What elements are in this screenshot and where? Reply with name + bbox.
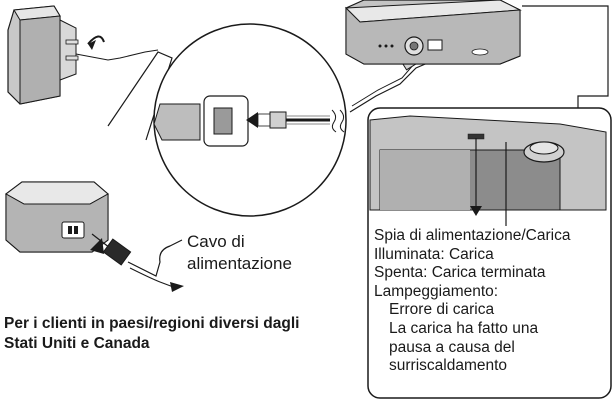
legend-detail-pause-2: pausa a causa del — [389, 338, 515, 356]
leader-line — [522, 5, 609, 108]
detail-box — [367, 107, 612, 399]
region-note-line-2: Stati Uniti e Canada — [4, 335, 150, 352]
ac-adapter-plug-in — [7, 5, 159, 105]
indicator-legend: Spia di alimentazione/Carica Illuminata:… — [374, 227, 570, 376]
legend-detail-pause-1: La carica ha fatto una — [389, 319, 539, 337]
legend-off: Spenta: Carica terminata — [374, 264, 546, 282]
legend-lit: Illuminata: Carica — [374, 245, 494, 263]
magnified-connector-view — [107, 23, 347, 217]
region-note: Per i clienti in paesi/regioni diversi d… — [4, 314, 299, 354]
ac-adapter-with-cord — [5, 181, 184, 292]
region-note-line-1: Per i clienti in paesi/regioni diversi d… — [4, 315, 300, 332]
legend-detail-pause-3: surriscaldamento — [389, 357, 508, 375]
power-cord-label-line-2: alimentazione — [187, 254, 292, 273]
legend-detail-error: Errore di carica — [389, 301, 495, 319]
camera — [344, 0, 522, 65]
power-cord-label: Cavo di alimentazione — [187, 231, 292, 275]
legend-flashing: Lampeggiamento: — [374, 282, 499, 300]
power-cord-label-line-1: Cavo di — [187, 232, 245, 251]
legend-title: Spia di alimentazione/Carica — [374, 227, 571, 244]
